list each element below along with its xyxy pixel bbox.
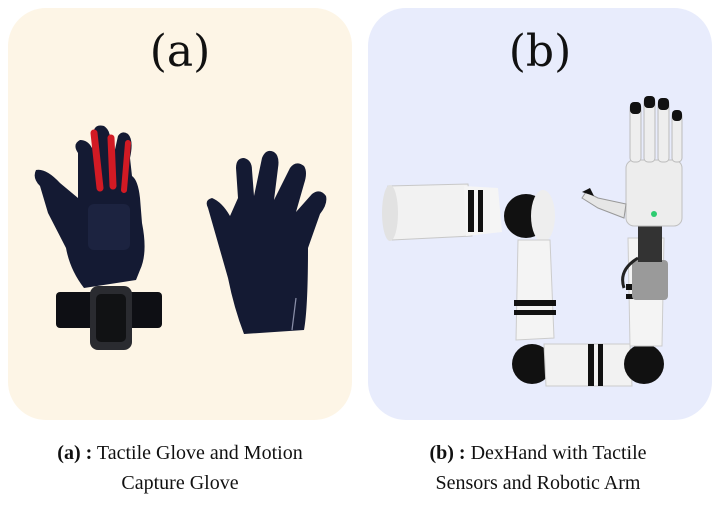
panel-b-label: (b) xyxy=(508,26,572,77)
caption-b-line2: Sensors and Robotic Arm xyxy=(435,472,641,494)
panel-a-label: (a) xyxy=(149,26,211,77)
panel-a: (a) xyxy=(8,8,352,420)
dexhand xyxy=(581,96,683,227)
caption-a-tag: (a) : xyxy=(57,442,93,464)
motion-capture-glove xyxy=(206,150,327,334)
caption-a-line2: Capture Glove xyxy=(121,472,239,494)
caption-b: (b) : DexHand with Tactile Sensors and R… xyxy=(358,438,718,498)
caption-b-tag: (b) : xyxy=(429,442,466,464)
caption-a-text1: Tactile Glove and Motion xyxy=(92,442,303,464)
tactile-glove xyxy=(34,125,162,350)
robotic-arm xyxy=(382,183,668,387)
caption-a: (a) : Tactile Glove and Motion Capture G… xyxy=(0,438,360,498)
robot-photo xyxy=(382,96,683,387)
caption-b-line1: (b) : DexHand with Tactile xyxy=(358,438,718,468)
caption-b-text1: DexHand with Tactile xyxy=(465,442,647,464)
gloves-photo xyxy=(34,125,327,350)
panel-b: (b) xyxy=(368,8,712,420)
caption-a-line1: (a) : Tactile Glove and Motion xyxy=(0,438,360,468)
